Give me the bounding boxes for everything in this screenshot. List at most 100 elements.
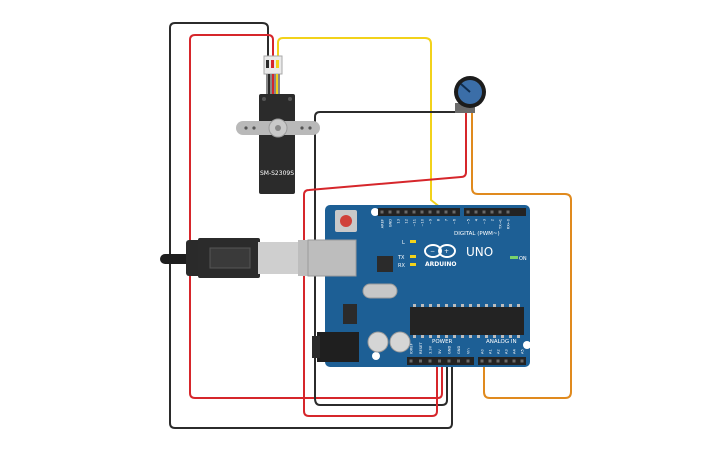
header-pin[interactable] (447, 359, 451, 363)
pin-label: GND (448, 346, 452, 354)
led-on (510, 256, 518, 259)
svg-text:−: − (430, 248, 435, 255)
chip-leg (477, 335, 480, 338)
chip-leg (517, 335, 520, 338)
header-pin[interactable] (466, 359, 470, 363)
reset-button-cap[interactable] (340, 215, 352, 227)
pin-label: ~3 (483, 219, 487, 224)
chip-leg (509, 335, 512, 338)
header-pin[interactable] (420, 210, 424, 214)
header-pin[interactable] (512, 359, 516, 363)
header-pin[interactable] (452, 210, 456, 214)
pin-label: IOREF (410, 343, 414, 354)
chip-leg (421, 335, 424, 338)
chip-leg (469, 304, 472, 307)
header-pin[interactable] (396, 210, 400, 214)
atmega-chip (410, 307, 524, 335)
dc-power-jack[interactable] (317, 332, 359, 362)
chip-leg (477, 304, 480, 307)
pin-label: 12 (405, 219, 409, 224)
wire-red-servo-power[interactable] (189, 34, 443, 399)
pin-label: 8 (437, 218, 441, 221)
chip-leg (493, 304, 496, 307)
chip-leg (413, 304, 416, 307)
header-pin[interactable] (428, 210, 432, 214)
header-pin[interactable] (504, 359, 508, 363)
voltage-regulator (343, 304, 357, 324)
pin-label: 13 (397, 219, 401, 224)
chip-leg (509, 304, 512, 307)
pin-label: TX→1 (499, 219, 503, 230)
header-pin[interactable] (480, 359, 484, 363)
header-pin[interactable] (409, 359, 413, 363)
servo-body (259, 94, 295, 194)
chip-leg (461, 304, 464, 307)
chip-leg (469, 335, 472, 338)
header-pin[interactable] (419, 359, 422, 363)
header-pin[interactable] (388, 210, 392, 214)
header-pin[interactable] (490, 210, 494, 214)
header-pin[interactable] (444, 210, 448, 214)
usb-port[interactable] (307, 239, 357, 277)
pin-label: 7 (445, 219, 449, 221)
servo-motor[interactable]: SM-S2309S (236, 55, 320, 194)
servo-model-label: SM-S2309S (260, 170, 294, 177)
header-pin[interactable] (496, 359, 500, 363)
pin-label: A3 (505, 349, 509, 354)
pin-label: GND (457, 346, 461, 354)
wire-yellow-servo-signal[interactable] (277, 37, 447, 213)
header-pin[interactable] (520, 359, 524, 363)
header-pin[interactable] (506, 210, 510, 214)
brand-label: ARDUINO (425, 261, 456, 268)
header-pin[interactable] (457, 359, 460, 363)
header-pin[interactable] (436, 210, 440, 214)
pin-label: AREF (381, 219, 385, 228)
pin-label: 2 (491, 219, 495, 221)
pin-label: ~10 (421, 218, 425, 226)
tx-label: TX (397, 255, 405, 261)
header-pin[interactable] (412, 210, 416, 214)
wire-orange-pot-signal[interactable] (471, 112, 572, 399)
chip-leg (453, 304, 456, 307)
chip-leg (421, 304, 424, 307)
analog-header (478, 357, 526, 365)
pin-label: ~5 (467, 219, 471, 224)
potentiometer[interactable] (454, 76, 486, 113)
crystal-oscillator (362, 283, 398, 299)
mount-hole (523, 341, 531, 349)
wires (169, 22, 572, 429)
wire-red-pot-power[interactable] (303, 112, 467, 417)
chip-leg (461, 335, 464, 338)
on-label: ON (519, 256, 527, 262)
header-pin[interactable] (404, 210, 408, 214)
header-pin[interactable] (380, 210, 384, 214)
header-pin[interactable] (428, 359, 432, 363)
digital-label: DIGITAL (PWM~) (454, 231, 500, 237)
model-label: UNO (466, 245, 493, 259)
header-pin[interactable] (482, 210, 486, 214)
digital-header-right (464, 208, 526, 216)
chip-leg (437, 335, 440, 338)
header-pin[interactable] (474, 210, 478, 214)
pin-label: A4 (513, 349, 517, 354)
led-l (410, 240, 416, 243)
header-pin[interactable] (466, 210, 470, 214)
header-pin[interactable] (438, 359, 441, 363)
chip-leg (445, 335, 448, 338)
chip-leg (453, 335, 456, 338)
pin-label: 4 (475, 218, 479, 221)
capacitor (367, 331, 389, 353)
pin-label: GND (389, 219, 393, 227)
pin-label: A1 (489, 349, 493, 354)
rx-label: RX (398, 263, 405, 269)
power-label: POWER (432, 339, 453, 345)
chip-leg (501, 335, 504, 338)
header-pin[interactable] (488, 359, 492, 363)
header-pin[interactable] (498, 210, 502, 214)
l-label: L (402, 240, 405, 246)
arduino-uno-board[interactable]: L TX RX ON − + ARDUINO UNO DIGITAL (PWM~… (307, 205, 531, 367)
pin-label: ~9 (429, 218, 433, 224)
wire-black-pot-gnd[interactable] (314, 111, 456, 406)
wire-black-servo-gnd[interactable] (169, 22, 453, 429)
